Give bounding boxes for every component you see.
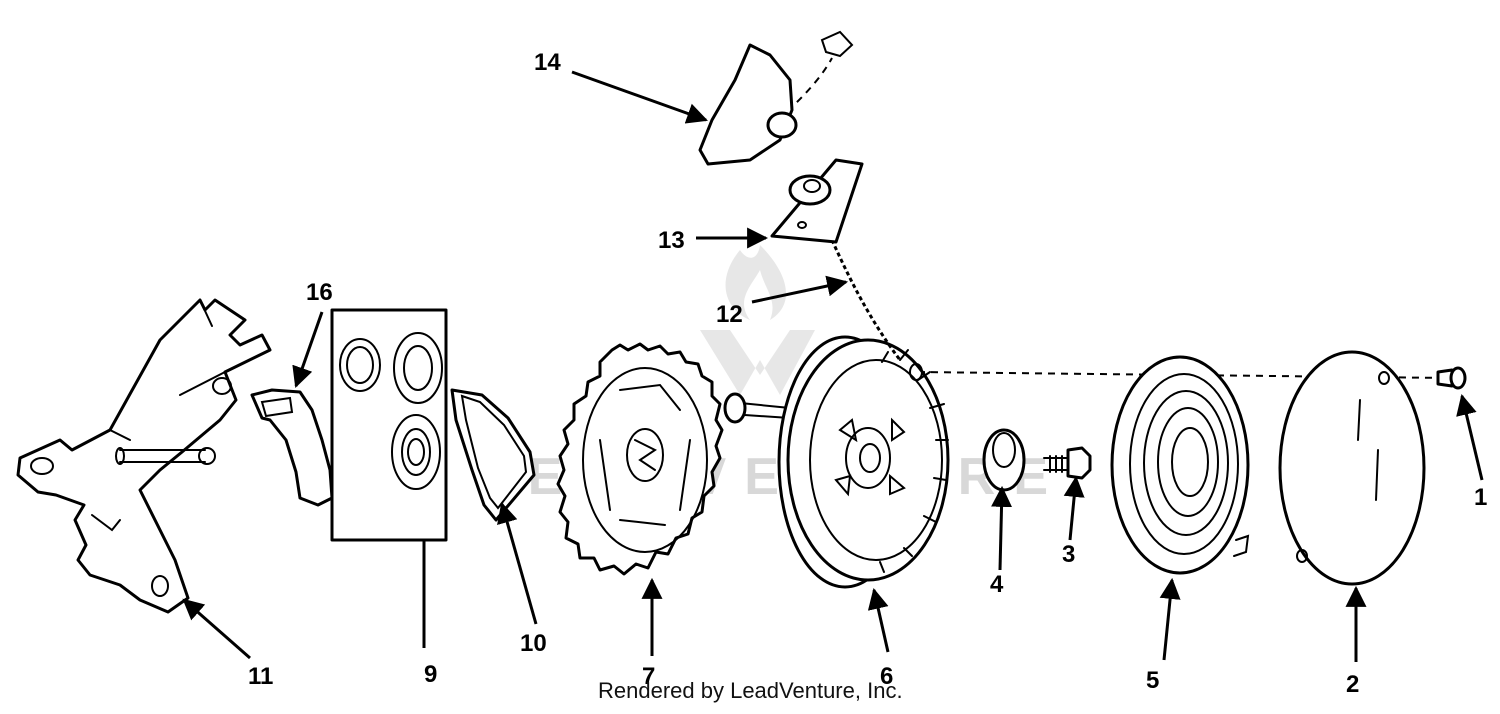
part-10-gasket xyxy=(450,388,536,522)
callout-9: 9 xyxy=(424,661,437,688)
handle-dashed-line xyxy=(777,57,833,121)
part-16-lever xyxy=(250,388,334,507)
part-11-bracket xyxy=(16,298,272,614)
watermark-logo xyxy=(700,245,815,395)
part-4-clip xyxy=(982,428,1026,492)
credit-text: Rendered by LeadVenture, Inc. xyxy=(598,678,903,703)
leader-lines xyxy=(182,70,1484,662)
part-1-screw xyxy=(1436,366,1467,390)
callout-11: 11 xyxy=(248,663,273,690)
callout-12: 12 xyxy=(716,301,743,328)
callout-5: 5 xyxy=(1146,667,1159,694)
callout-14: 14 xyxy=(534,49,561,76)
part-12-rope xyxy=(830,239,902,361)
callout-10: 10 xyxy=(520,630,547,657)
callout-4: 4 xyxy=(990,571,1004,598)
part-5-spring xyxy=(1110,355,1250,575)
part-9-seal-kit xyxy=(330,308,448,542)
callout-numbers: 1 2 3 4 5 6 7 9 10 11 12 13 14 16 xyxy=(248,49,1487,698)
part-14-handle xyxy=(698,30,854,166)
callout-6: 6 xyxy=(880,663,893,690)
callout-2: 2 xyxy=(1346,671,1359,698)
callout-1: 1 xyxy=(1474,484,1487,511)
callout-7: 7 xyxy=(642,663,655,690)
part-2-cover xyxy=(1278,350,1426,586)
part-6-pulley xyxy=(723,335,950,589)
part-13-plate xyxy=(770,158,864,244)
callout-16: 16 xyxy=(306,279,333,306)
callout-13: 13 xyxy=(658,227,685,254)
callout-3: 3 xyxy=(1062,541,1075,568)
part-7-gear xyxy=(556,342,724,576)
